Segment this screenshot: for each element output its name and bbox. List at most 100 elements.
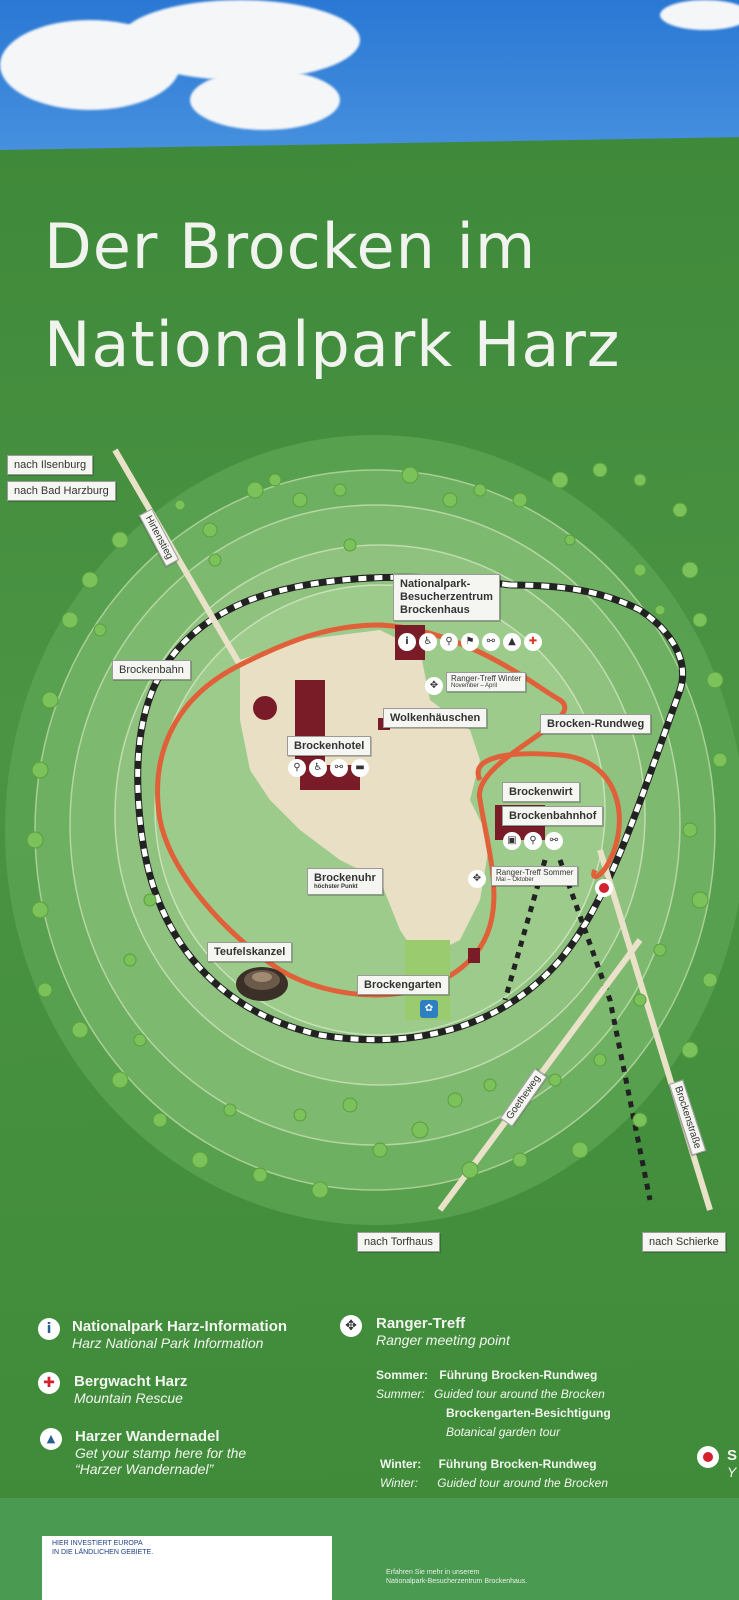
legend-rescue-title: Bergwacht Harz bbox=[74, 1373, 188, 1390]
train-icon: ▣ bbox=[503, 832, 521, 850]
legend-info-title: Nationalpark Harz-Information bbox=[72, 1318, 288, 1335]
place-label-brockenbahnhof: Brockenbahnhof bbox=[502, 806, 604, 826]
winter-en-text: Guided tour around the Brocken bbox=[437, 1476, 609, 1490]
ranger-meeting-icon: ✥ bbox=[468, 870, 486, 888]
restaurant-icon: ⚯ bbox=[330, 759, 348, 777]
legend-rescue-en: Mountain Rescue bbox=[74, 1390, 183, 1406]
building-brockenhotel bbox=[295, 680, 325, 770]
restaurant-icon: ⚯ bbox=[545, 832, 563, 850]
building-small bbox=[468, 948, 480, 963]
besucherzentrum-line-3: Brockenhaus bbox=[400, 604, 470, 616]
place-label-brockenwirt: Brockenwirt bbox=[502, 782, 580, 802]
bed-icon: ▬ bbox=[351, 759, 369, 777]
ranger-meeting-icon: ✥ bbox=[425, 677, 443, 695]
direction-sign-ilsenburg: nach Ilsenburg bbox=[7, 455, 94, 475]
legend-cut-s: S bbox=[727, 1447, 738, 1464]
info-icon: i bbox=[38, 1318, 60, 1340]
brocken-map bbox=[5, 435, 739, 1225]
eu-line-2: IN DIE LÄNDLICHEN GEBIETE. bbox=[52, 1549, 154, 1556]
direction-sign-schierke: nach Schierke bbox=[642, 1232, 726, 1252]
legend-ranger-title: Ranger-Treff bbox=[376, 1315, 466, 1332]
place-label-ranger-winter: Ranger-Treff Winter November – April bbox=[446, 672, 527, 692]
railway-line bbox=[557, 859, 653, 1201]
legend-cut-off: S Y bbox=[727, 1447, 737, 1480]
stamp-icon: ▲ bbox=[503, 633, 521, 651]
sommer-en-text: Guided tour around the Brocken bbox=[434, 1387, 605, 1401]
stamp-icon: ▲ bbox=[40, 1428, 62, 1450]
legend-ranger-en: Ranger meeting point bbox=[376, 1332, 510, 1348]
place-label-brockenbahn: Brockenbahn bbox=[112, 660, 191, 680]
footer-note: Erfahren Sie mehr in unserem Nationalpar… bbox=[386, 1568, 527, 1586]
ranger-sommer-label: Ranger-Treff Sommer bbox=[496, 868, 574, 877]
winter-de-text: Führung Brocken-Rundweg bbox=[438, 1457, 597, 1471]
toilet-icon: ⚲ bbox=[440, 633, 458, 651]
direction-sign-torfhaus: nach Torfhaus bbox=[357, 1232, 440, 1252]
legend-info: Nationalpark Harz-Information Harz Natio… bbox=[72, 1318, 287, 1351]
legend-sommer-de: Sommer: Führung Brocken-Rundweg bbox=[376, 1368, 597, 1382]
garden-icon: ✿ bbox=[420, 1000, 438, 1018]
direction-sign-bad-harzburg: nach Bad Harzburg bbox=[7, 481, 116, 501]
railway-line bbox=[135, 574, 686, 1043]
ranger-meeting-icon: ✥ bbox=[340, 1315, 362, 1337]
legend-stamp-en-1: Get your stamp here for the bbox=[75, 1445, 247, 1461]
legend-winter-en: Winter: Guided tour around the Brocken bbox=[380, 1476, 608, 1490]
teufelskanzel-rock bbox=[252, 972, 272, 982]
eu-funding-box: HIER INVESTIERT EUROPA IN DIE LÄNDLICHEN… bbox=[42, 1536, 332, 1600]
place-label-brockenuhr: Brockenuhr höchster Punkt bbox=[307, 868, 383, 895]
legend-info-en: Harz National Park Information bbox=[72, 1335, 264, 1351]
sommer-en-label: Summer: bbox=[376, 1387, 425, 1401]
legend-stamp-en-2: “Harzer Wandernadel” bbox=[75, 1461, 214, 1477]
legend-rescue: Bergwacht Harz Mountain Rescue bbox=[74, 1373, 187, 1406]
toilet-icon: ⚲ bbox=[288, 759, 306, 777]
legend-sommer-en: Summer: Guided tour around the Brocken bbox=[376, 1387, 605, 1401]
place-label-brockengarten: Brockengarten bbox=[357, 975, 449, 995]
brockenuhr-label: Brockenuhr bbox=[314, 872, 376, 884]
info-icon: i bbox=[398, 633, 416, 651]
winter-en-label: Winter: bbox=[380, 1476, 418, 1490]
bergwacht-marker-icon bbox=[697, 1446, 719, 1468]
legend-stamp-title: Harzer Wandernadel bbox=[75, 1428, 220, 1445]
legend-stamp: Harzer Wandernadel Get your stamp here f… bbox=[75, 1428, 246, 1477]
title-line-2: Nationalpark Harz bbox=[44, 308, 621, 381]
building-tower bbox=[253, 696, 277, 720]
accessible-icon: ♿ bbox=[309, 759, 327, 777]
first-aid-icon: ✚ bbox=[38, 1372, 60, 1394]
garten-de-text: Brockengarten-Besichtigung bbox=[446, 1406, 611, 1420]
legend-cut-y: Y bbox=[727, 1464, 737, 1480]
place-label-brockenhotel: Brockenhotel bbox=[287, 736, 372, 756]
place-label-teufelskanzel: Teufelskanzel bbox=[207, 942, 293, 962]
place-label-brocken-rundweg: Brocken-Rundweg bbox=[540, 714, 652, 734]
brockenhotel-icons: ⚲ ♿ ⚯ ▬ bbox=[288, 759, 369, 777]
besucherzentrum-line-2: Besucherzentrum bbox=[400, 591, 493, 603]
cloud bbox=[120, 0, 360, 80]
bergwacht-marker bbox=[599, 883, 609, 893]
winter-de-label: Winter: bbox=[380, 1457, 422, 1471]
title-line-1: Der Brocken im bbox=[44, 210, 537, 283]
sommer-de-text: Führung Brocken-Rundweg bbox=[439, 1368, 598, 1382]
brocken-rundweg-path bbox=[475, 751, 622, 880]
first-aid-icon: ✚ bbox=[524, 633, 542, 651]
besucherzentrum-line-1: Nationalpark- bbox=[400, 578, 471, 590]
ranger-winter-label: Ranger-Treff Winter bbox=[451, 674, 522, 683]
brockenuhr-sub: höchster Punkt bbox=[314, 884, 358, 890]
trees bbox=[26, 462, 728, 1199]
place-label-wolkenhaeuschen: Wolkenhäuschen bbox=[383, 708, 488, 728]
cloud bbox=[660, 0, 739, 30]
legend-garten-de: Brockengarten-Besichtigung bbox=[446, 1406, 611, 1420]
place-label-ranger-sommer: Ranger-Treff Sommer Mai – Oktober bbox=[491, 866, 579, 886]
restaurant-icon: ⚯ bbox=[482, 633, 500, 651]
ranger-sommer-dates: Mai – Oktober bbox=[496, 877, 534, 883]
footer-note-line-2: Nationalpark-Besucherzentrum Brockenhaus… bbox=[386, 1578, 528, 1585]
brockenhaus-icons: i ♿ ⚲ ⚑ ⚯ ▲ ✚ bbox=[398, 633, 542, 651]
legend-winter-de: Winter: Führung Brocken-Rundweg bbox=[380, 1457, 597, 1471]
sommer-de-label: Sommer: bbox=[376, 1368, 429, 1382]
footer-note-line-1: Erfahren Sie mehr in unserem bbox=[386, 1569, 480, 1576]
accessible-icon: ♿ bbox=[419, 633, 437, 651]
place-label-besucherzentrum: Nationalpark- Besucherzentrum Brockenhau… bbox=[393, 574, 500, 621]
legend-garten-en: Botanical garden tour bbox=[446, 1425, 560, 1439]
cloud bbox=[190, 70, 340, 130]
ranger-winter-dates: November – April bbox=[451, 683, 498, 689]
eu-line-1: HIER INVESTIERT EUROPA bbox=[52, 1540, 143, 1547]
legend-ranger: Ranger-Treff Ranger meeting point bbox=[376, 1315, 510, 1348]
hiking-icon: ⚑ bbox=[461, 633, 479, 651]
